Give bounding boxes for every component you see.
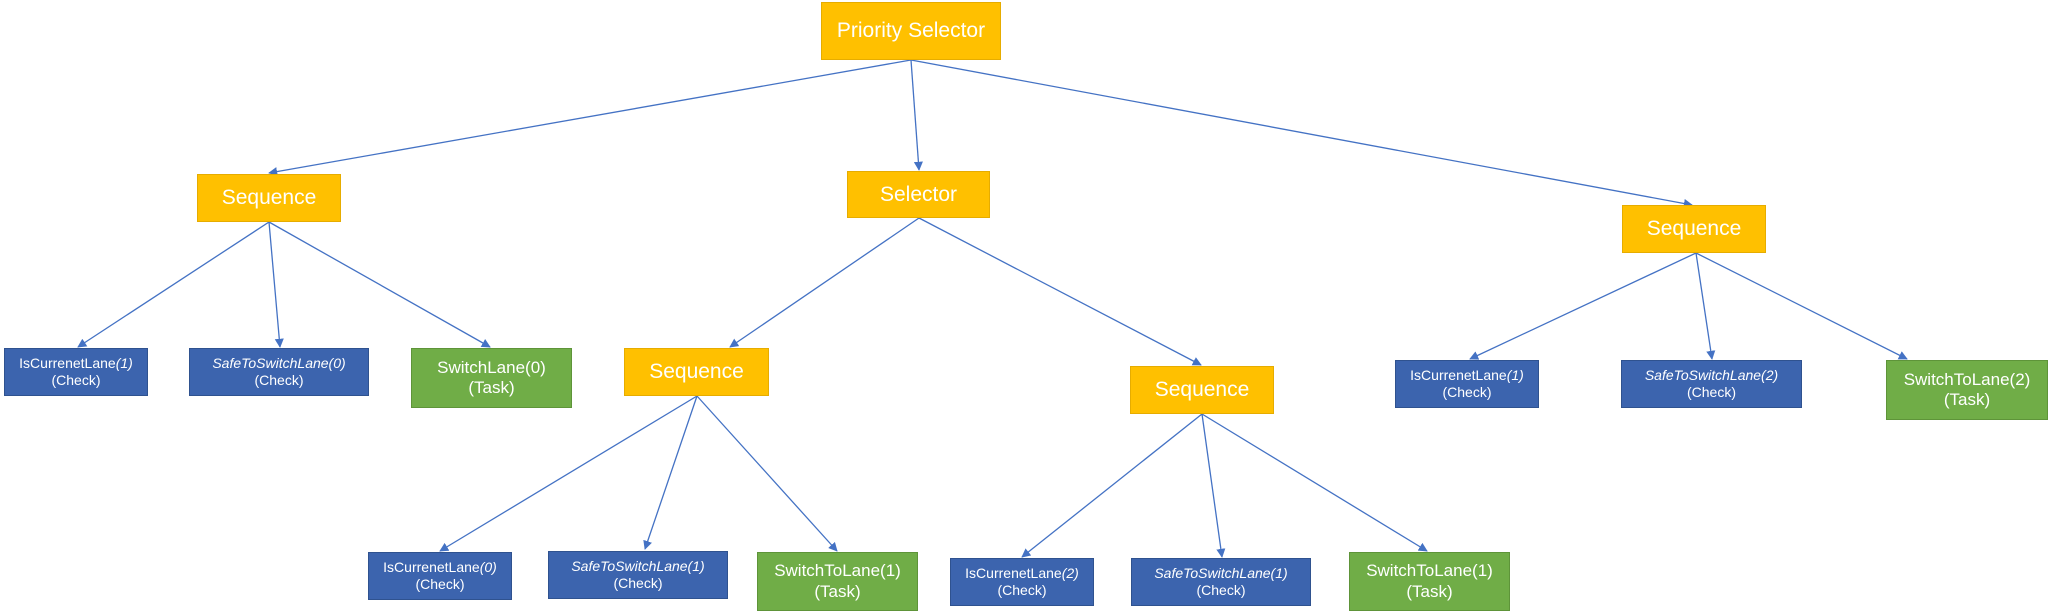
edge-root-seq-left — [268, 59, 912, 177]
sequence-node-left: Sequence — [197, 174, 341, 222]
check-name: SafeToSwitchLane(2) — [1644, 367, 1779, 384]
check-kind: (Check) — [997, 582, 1047, 598]
sequence-node-right: Sequence — [1622, 205, 1766, 253]
safe-to-switch-lane-check-mid-a: SafeToSwitchLane(1) (Check) — [548, 551, 728, 599]
node-label: Priority Selector — [836, 19, 986, 43]
edge-selector-seqa — [729, 217, 920, 348]
node-label: Sequence — [649, 360, 744, 384]
edge-seqb-iscurrent — [1021, 413, 1203, 558]
selector-node: Selector — [847, 171, 990, 218]
task-kind: (Task) — [1943, 390, 1991, 409]
edge-seqa-safe — [643, 395, 698, 550]
edge-seqb-switch — [1201, 413, 1428, 552]
task-name: SwitchToLane(2) — [1903, 369, 2031, 389]
check-name: IsCurrenetLane(0) — [383, 559, 497, 576]
edge-root-seq-right — [910, 59, 1693, 208]
edge-seqa-switch — [696, 395, 838, 552]
task-kind: (Task) — [814, 581, 861, 601]
safe-to-switch-lane-check-mid-b: SafeToSwitchLane(1) (Check) — [1131, 558, 1311, 606]
edge-seqa-iscurrent — [439, 395, 698, 552]
check-kind: (Check) — [1686, 384, 1736, 400]
node-label: Sequence — [1646, 217, 1742, 241]
check-name: SafeToSwitchLane(1) — [571, 558, 705, 575]
is-current-lane-check-left: IsCurrenetLane(1) (Check) — [4, 348, 148, 396]
switch-to-lane-task-right: SwitchToLane(2) (Task) — [1886, 360, 2048, 420]
node-label: Sequence — [1154, 378, 1250, 402]
check-name: IsCurrenetLane(2) — [965, 565, 1079, 582]
sequence-node-mid-a: Sequence — [624, 348, 769, 396]
node-label: Sequence — [221, 186, 317, 210]
safe-to-switch-lane-check-right: SafeToSwitchLane(2) (Check) — [1621, 360, 1802, 408]
task-kind: (Task) — [468, 378, 515, 397]
edge-seqright-safe — [1695, 252, 1716, 360]
switch-lane-task-left: SwitchLane(0) (Task) — [411, 348, 572, 408]
check-kind: (Check) — [1196, 582, 1246, 598]
check-name: SafeToSwitchLane(1) — [1154, 565, 1288, 582]
task-name: SwitchLane(0) — [437, 357, 546, 377]
check-kind: (Check) — [415, 576, 465, 592]
is-current-lane-check-right: IsCurrenetLane(1) (Check) — [1395, 360, 1539, 408]
check-name: SafeToSwitchLane(0) — [212, 355, 346, 372]
task-kind: (Task) — [1406, 581, 1453, 601]
check-kind: (Check) — [51, 372, 101, 388]
task-name: SwitchToLane(1) — [1366, 561, 1493, 581]
edge-seqleft-safe — [268, 221, 284, 348]
check-name: IsCurrenetLane(1) — [1410, 367, 1524, 384]
edge-root-selector — [910, 59, 923, 171]
edge-seqleft-iscurrent — [77, 221, 270, 348]
node-label: Selector — [879, 182, 958, 206]
check-kind: (Check) — [613, 575, 663, 591]
edge-seqb-safe — [1201, 413, 1226, 558]
task-name: SwitchToLane(1) — [774, 561, 901, 581]
check-name: IsCurrenetLane(1) — [19, 355, 133, 372]
switch-to-lane-task-mid-b: SwitchToLane(1) (Task) — [1349, 552, 1510, 611]
check-kind: (Check) — [254, 372, 304, 388]
is-current-lane-check-mid-b: IsCurrenetLane(2) (Check) — [950, 558, 1094, 606]
sequence-node-mid-b: Sequence — [1130, 366, 1274, 414]
edge-seqright-iscurrent — [1469, 252, 1697, 360]
check-kind: (Check) — [1442, 384, 1492, 400]
priority-selector-node: Priority Selector — [821, 2, 1001, 60]
switch-to-lane-task-mid-a: SwitchToLane(1) (Task) — [757, 552, 918, 611]
edge-selector-seqb — [918, 217, 1202, 366]
edge-seqright-switch — [1695, 252, 1908, 360]
is-current-lane-check-mid-a: IsCurrenetLane(0) (Check) — [368, 552, 512, 600]
edge-seqleft-switch — [268, 221, 491, 348]
safe-to-switch-lane-check-left: SafeToSwitchLane(0) (Check) — [189, 348, 369, 396]
